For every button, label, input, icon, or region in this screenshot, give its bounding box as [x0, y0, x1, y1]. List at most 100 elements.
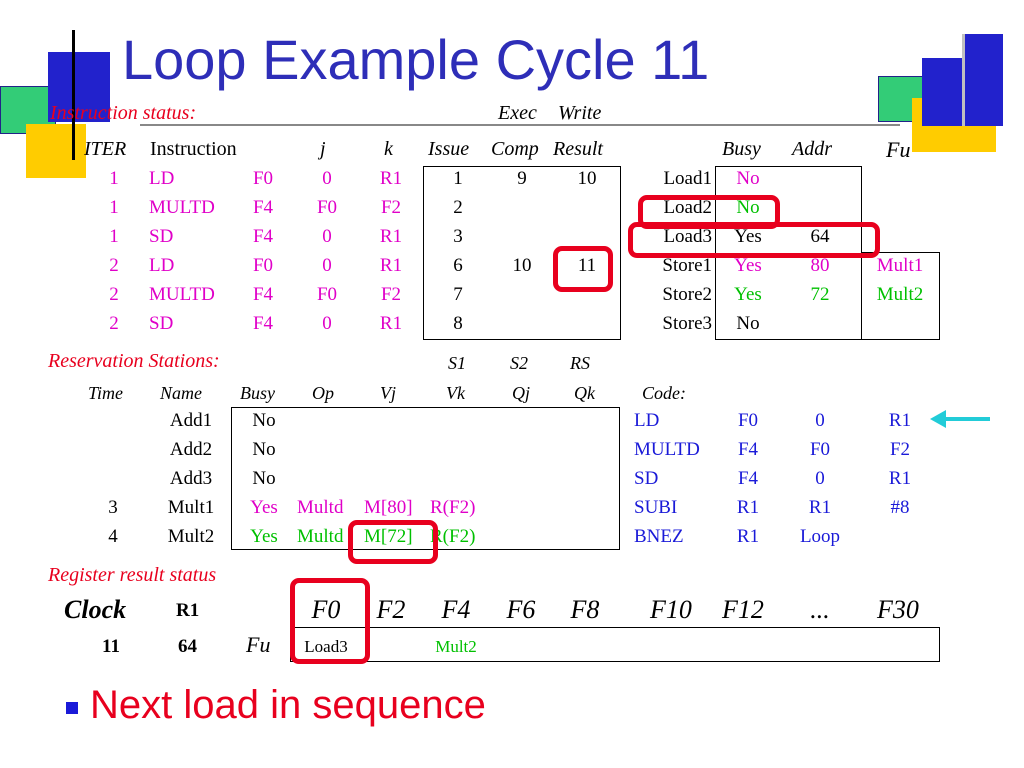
code-label: Code:: [642, 383, 686, 403]
rs-time: 4: [108, 526, 118, 547]
rs-col-busy: Busy: [240, 383, 275, 403]
instruction-status-label: Instruction status:: [50, 102, 197, 124]
instr-iter: 2: [109, 313, 119, 334]
rs-vk: R(F2): [430, 526, 476, 547]
instr-op: MULTD: [149, 284, 215, 305]
instr-j: 0: [322, 313, 332, 334]
register-status-table: [290, 627, 940, 662]
r1-label: R1: [176, 600, 200, 621]
col-iter: ITER: [84, 138, 127, 160]
bullet-icon: [66, 702, 78, 714]
code-cell: MULTD: [634, 439, 700, 460]
exec-header: Exec: [498, 102, 537, 124]
instr-k: R1: [379, 226, 403, 247]
buffer-busy: No: [736, 313, 760, 334]
clock-label: Clock: [64, 595, 127, 624]
rs-header: RS: [570, 353, 590, 373]
code-cell: #8: [890, 497, 910, 518]
code-cell: 0: [815, 410, 825, 431]
code-cell: F4: [737, 468, 759, 489]
instr-j: 0: [322, 255, 332, 276]
instr-iter: 1: [109, 197, 119, 218]
col-comp: Comp: [491, 138, 539, 160]
register-header-F2: F2: [376, 595, 406, 624]
rs-name: Mult1: [167, 497, 215, 518]
rs-vj: M[72]: [364, 526, 413, 547]
instr-dest: F4: [252, 313, 274, 334]
code-cell: R1: [736, 497, 760, 518]
instr-op: MULTD: [149, 197, 215, 218]
register-header-F12: F12: [722, 595, 764, 624]
code-cell: F0: [809, 439, 831, 460]
rs-vk: R(F2): [430, 497, 476, 518]
buffer-busy: No: [736, 168, 760, 189]
col-issue: Issue: [428, 138, 470, 160]
r1-value: 64: [178, 636, 197, 657]
code-cell: F4: [737, 439, 759, 460]
register-header-F4: F4: [441, 595, 471, 624]
decor-vertical-line: [72, 30, 75, 160]
code-cell: LD: [634, 410, 660, 431]
instr-iter: 1: [109, 168, 119, 189]
col-instruction: Instruction: [150, 138, 237, 160]
highlight-load3-row: [628, 222, 880, 258]
s1-header: S1: [448, 353, 466, 373]
buffer-name: Store3: [662, 313, 712, 334]
rs-op: Multd: [297, 497, 344, 518]
instr-op: LD: [149, 168, 175, 189]
rs-col-vk: Vk: [446, 383, 465, 403]
instr-issue: 1: [453, 168, 463, 189]
rs-name: Add3: [169, 468, 213, 489]
instr-dest: F0: [252, 255, 274, 276]
instr-k: F2: [380, 284, 402, 305]
code-cell: SD: [634, 468, 659, 489]
rs-op: Multd: [297, 526, 344, 547]
instr-issue: 3: [453, 226, 463, 247]
instr-op: LD: [149, 255, 175, 276]
reservation-stations-table: [231, 407, 620, 550]
rs-vj: M[80]: [364, 497, 413, 518]
register-header-F6: F6: [506, 595, 536, 624]
col-addr: Addr: [792, 138, 832, 160]
instr-dest: F0: [252, 168, 274, 189]
buffer-addr: 64: [810, 226, 830, 247]
instr-dest: F4: [252, 197, 274, 218]
bullet-text: Next load in sequence: [90, 683, 486, 727]
buffer-name: Load2: [663, 197, 712, 218]
code-cell: R1: [888, 468, 912, 489]
rs-name: Mult2: [167, 526, 215, 547]
register-status-label: Register result status: [48, 564, 217, 586]
fu-label: Fu: [246, 632, 271, 657]
register-header-F30: F30: [877, 595, 919, 624]
highlight-write-result-11: [553, 246, 613, 292]
rs-name: Add1: [169, 410, 213, 431]
instr-dest: F4: [252, 284, 274, 305]
current-instruction-arrow-icon: [930, 410, 990, 428]
rs-time: 3: [108, 497, 118, 518]
instr-issue: 7: [453, 284, 463, 305]
buffer-addr: 80: [810, 255, 830, 276]
rs-col-time: Time: [88, 383, 124, 403]
instr-iter: 2: [109, 284, 119, 305]
instr-issue: 8: [453, 313, 463, 334]
slide-title: Loop Example Cycle 11: [122, 28, 710, 91]
rs-busy: Yes: [250, 497, 278, 518]
code-cell: SUBI: [634, 497, 678, 518]
col-j: j: [320, 138, 326, 160]
instr-j: F0: [316, 284, 338, 305]
buffer-busy: Yes: [734, 226, 762, 247]
instruction-status-table: [423, 166, 621, 340]
col-busy: Busy: [722, 138, 761, 160]
rs-col-qj: Qj: [512, 383, 530, 403]
reservation-stations-label: Reservation Stations:: [48, 350, 220, 372]
highlight-mult2-vj: [348, 520, 438, 564]
decor-vertical-bar-right: [962, 34, 1003, 126]
instr-result: 11: [577, 255, 597, 276]
rs-busy: No: [252, 410, 276, 431]
code-cell: R1: [736, 526, 760, 547]
instr-iter: 1: [109, 226, 119, 247]
rs-col-op: Op: [312, 383, 334, 403]
buffer-busy: Yes: [734, 255, 762, 276]
instr-iter: 2: [109, 255, 119, 276]
instr-k: F2: [380, 197, 402, 218]
